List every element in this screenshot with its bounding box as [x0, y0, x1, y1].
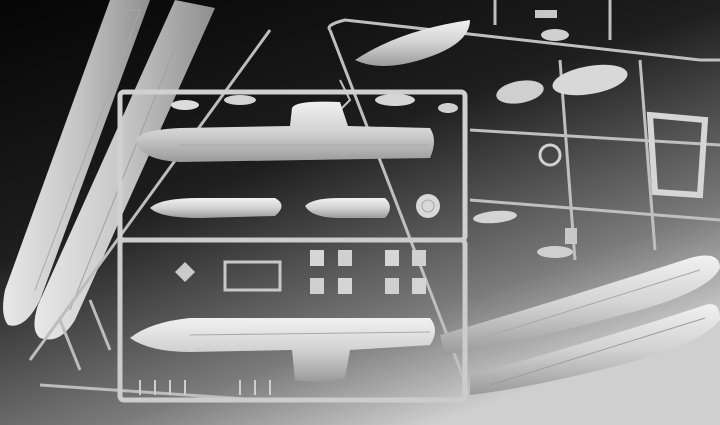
hull-half-left-1 [3, 0, 151, 326]
sprue-top-small-parts [171, 94, 458, 113]
sprue-frame-front [117, 89, 468, 403]
hull-half-left-2 [34, 0, 215, 340]
sprue-bottom-small-parts [139, 380, 271, 395]
hull-half-right-1 [440, 255, 720, 355]
background-parts [339, 10, 709, 258]
submarine-hull-lower [130, 318, 435, 382]
hull-half-right-2 [470, 304, 720, 395]
submarine-hull-upper [135, 101, 434, 162]
sprue-tube-parts [150, 194, 440, 218]
sprue-mid-parts [175, 250, 426, 294]
